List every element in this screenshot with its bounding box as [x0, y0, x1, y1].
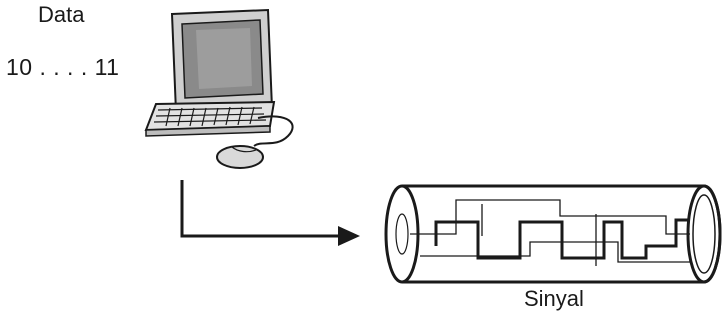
signal-caption: Sinyal [524, 286, 584, 311]
signal-waveform-digital [434, 218, 690, 260]
data-value: 10 . . . . 11 [6, 54, 120, 80]
data-title: Data [38, 2, 85, 27]
signal-waveform-thin [410, 199, 690, 266]
connector-arrow [180, 180, 360, 246]
keyboard-icon [144, 100, 276, 137]
mouse-icon [216, 115, 294, 169]
computer-icon [144, 8, 294, 169]
